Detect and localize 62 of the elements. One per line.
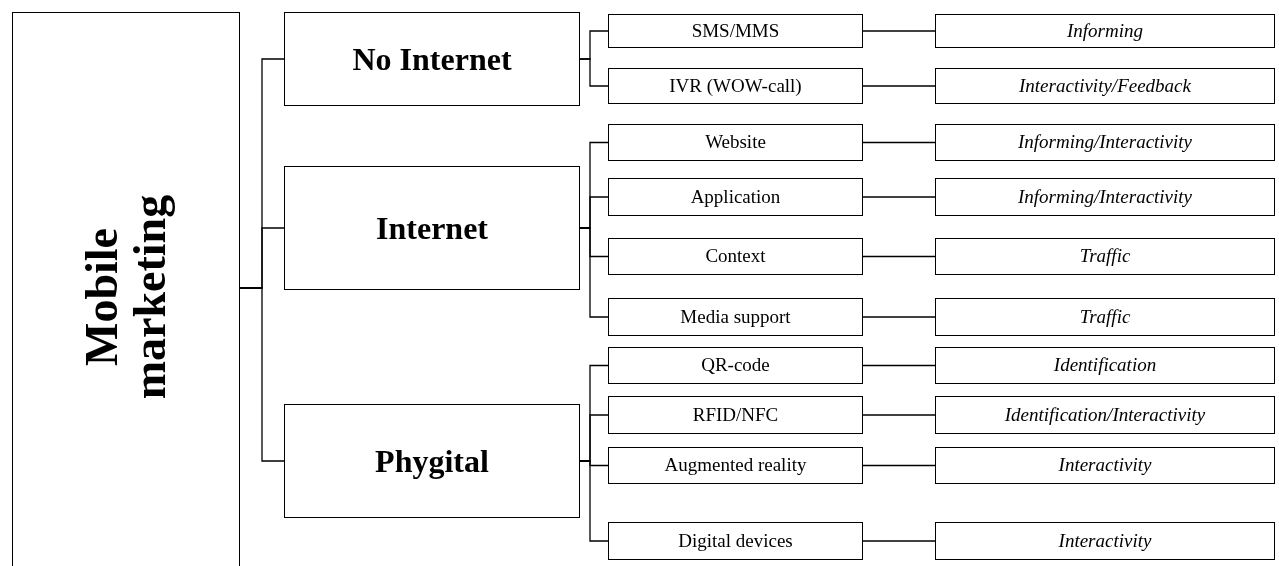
connector-line bbox=[862, 464, 936, 467]
channel-box bbox=[608, 178, 863, 216]
connector-line bbox=[579, 58, 609, 87]
box-label: Augmented reality bbox=[664, 453, 807, 478]
box-label: Internet bbox=[376, 209, 488, 248]
box-label: Informing/Interactivity bbox=[1017, 130, 1193, 155]
box-label: Phygital bbox=[375, 442, 489, 481]
box-label: Media support bbox=[680, 304, 791, 329]
root-box bbox=[12, 12, 240, 566]
box-label: Digital devices bbox=[678, 528, 793, 553]
connector-line bbox=[862, 540, 936, 542]
channel-box bbox=[608, 298, 863, 336]
box-label: IVR (WOW-call) bbox=[669, 73, 802, 98]
channel-box bbox=[608, 124, 863, 161]
box-label: Informing bbox=[1067, 18, 1143, 43]
channel-box bbox=[608, 396, 863, 434]
channel-box bbox=[608, 238, 863, 275]
box-label: Traffic bbox=[1079, 244, 1131, 269]
channel-box bbox=[608, 14, 863, 48]
box-label: Website bbox=[705, 130, 766, 155]
box-label: Identification/Interactivity bbox=[1004, 402, 1206, 427]
purpose-box bbox=[935, 14, 1275, 48]
purpose-box bbox=[935, 298, 1275, 336]
connector-line bbox=[862, 316, 936, 318]
channel-box bbox=[608, 347, 863, 384]
connector-line bbox=[862, 414, 936, 416]
connector-line bbox=[862, 196, 936, 198]
category-box bbox=[284, 404, 580, 518]
connector-line bbox=[862, 30, 936, 32]
box-label: Informing/Interactivity bbox=[1017, 184, 1193, 209]
connector-line bbox=[579, 227, 609, 318]
box-label: Identification bbox=[1053, 353, 1157, 378]
box-label: QR-code bbox=[701, 353, 770, 378]
channel-box bbox=[608, 447, 863, 484]
box-label: Traffic bbox=[1079, 304, 1131, 329]
channel-box bbox=[608, 522, 863, 560]
purpose-box bbox=[935, 522, 1275, 560]
channel-box bbox=[608, 68, 863, 104]
category-box bbox=[284, 12, 580, 106]
box-label: SMS/MMS bbox=[691, 18, 780, 43]
connector-line bbox=[862, 255, 936, 258]
box-label: RFID/NFC bbox=[692, 402, 779, 427]
box-label: Interactivity bbox=[1058, 528, 1152, 553]
purpose-box bbox=[935, 68, 1275, 104]
purpose-box bbox=[935, 447, 1275, 484]
rotated-title: Mobile marketing bbox=[77, 193, 175, 402]
connector-line bbox=[579, 460, 609, 542]
box-label: No Internet bbox=[352, 40, 512, 79]
connector-line bbox=[239, 287, 285, 462]
connector-line bbox=[862, 141, 936, 144]
category-box bbox=[284, 166, 580, 290]
box-label: Interactivity bbox=[1058, 453, 1152, 478]
box-label: Application bbox=[690, 184, 781, 209]
purpose-box bbox=[935, 124, 1275, 161]
purpose-box bbox=[935, 347, 1275, 384]
connector-line bbox=[862, 85, 936, 87]
purpose-box bbox=[935, 178, 1275, 216]
connector-line bbox=[862, 364, 936, 367]
purpose-box bbox=[935, 396, 1275, 434]
box-label: Interactivity/Feedback bbox=[1019, 73, 1191, 98]
purpose-box bbox=[935, 238, 1275, 275]
box-label: Context bbox=[705, 244, 766, 269]
